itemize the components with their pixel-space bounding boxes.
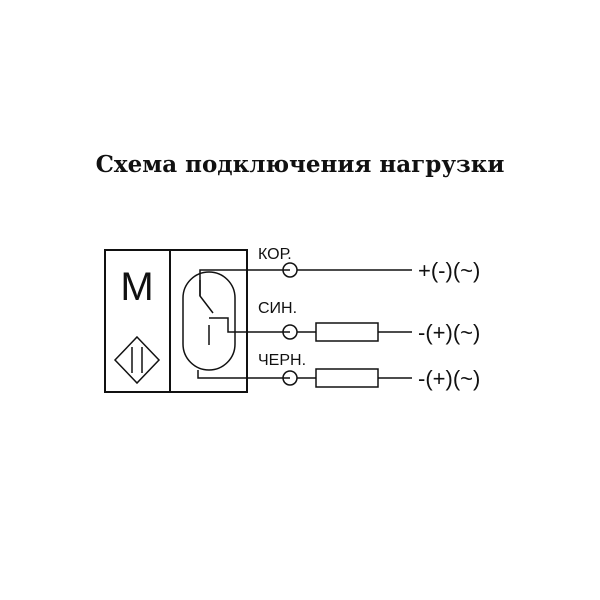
device-marking: M [120,265,153,309]
diagram-title: Схема подключения нагрузки [96,151,505,178]
load-resistor-icon [315,368,379,388]
terminal-sin: СИН. -(+)(~) [258,300,480,345]
load-resistor-icon [315,322,379,342]
normally-open-switch-icon [182,271,236,371]
terminal-kor: КОР. +(-)(~) [258,246,480,283]
polarity-label-kor: +(-)(~) [418,258,480,283]
wire-label-chern: ЧЕРН. [258,352,306,369]
internal-wiring [197,269,290,379]
wire-label-kor: КОР. [258,246,292,263]
polarity-label-chern: -(+)(~) [418,366,480,391]
sensor-housing [104,249,248,393]
wire-label-sin: СИН. [258,300,297,317]
terminal-chern: ЧЕРН. -(+)(~) [258,352,480,391]
inductive-sensor-diamond-icon [113,335,161,385]
sensor-body: M [104,249,290,393]
polarity-label-sin: -(+)(~) [418,320,480,345]
